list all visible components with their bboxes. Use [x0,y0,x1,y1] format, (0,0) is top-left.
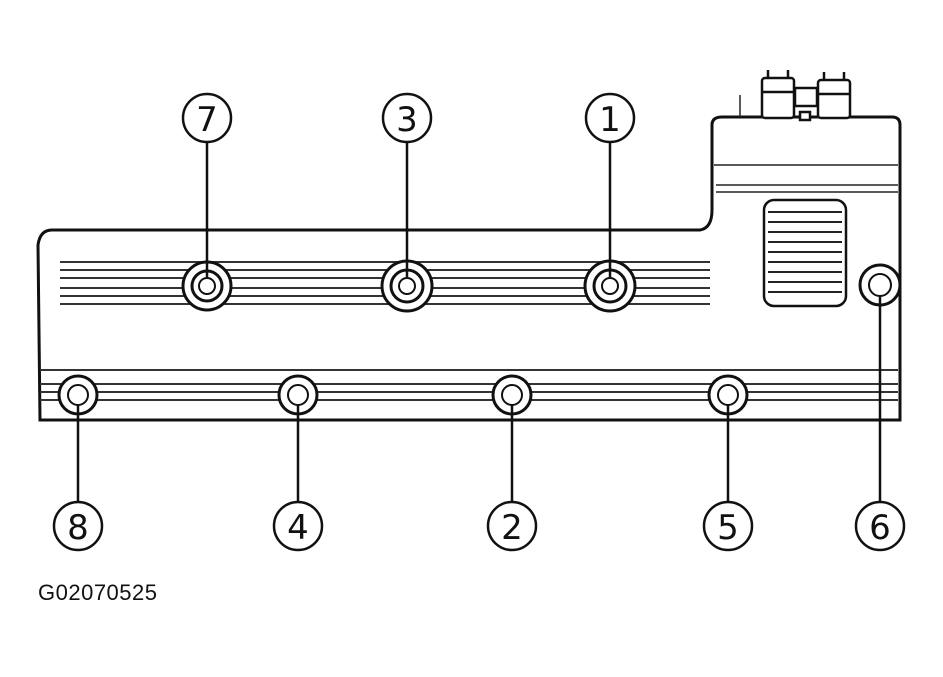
callout-4-label: 4 [287,508,309,548]
figure-id: G02070525 [38,580,158,605]
bolt-5 [707,374,749,416]
callout-1: 1 [584,92,636,144]
callout-6: 6 [854,500,906,552]
bolt-2 [491,374,533,416]
bolt-4 [277,374,319,416]
bolt-8 [57,374,99,416]
ribbed-vent [762,198,848,308]
callout-7: 7 [181,92,233,144]
bolt-1 [583,259,637,313]
leader-lines [76,142,882,502]
callout-8: 8 [52,500,104,552]
callout-7-label: 7 [196,100,218,140]
callout-4: 4 [272,500,324,552]
callout-2: 2 [486,500,538,552]
callout-3: 3 [381,92,433,144]
callout-2-label: 2 [501,508,523,548]
callout-1-label: 1 [599,100,621,140]
valve-cover-outline [36,115,902,422]
cover-raised-section [714,95,898,193]
callout-8-label: 8 [67,508,89,548]
callout-3-label: 3 [396,100,418,140]
bolt-3 [380,259,434,313]
callout-5: 5 [702,500,754,552]
lower-flange [40,369,898,401]
electrical-connector [760,70,852,122]
callout-5-label: 5 [717,508,739,548]
callout-6-label: 6 [869,508,891,548]
